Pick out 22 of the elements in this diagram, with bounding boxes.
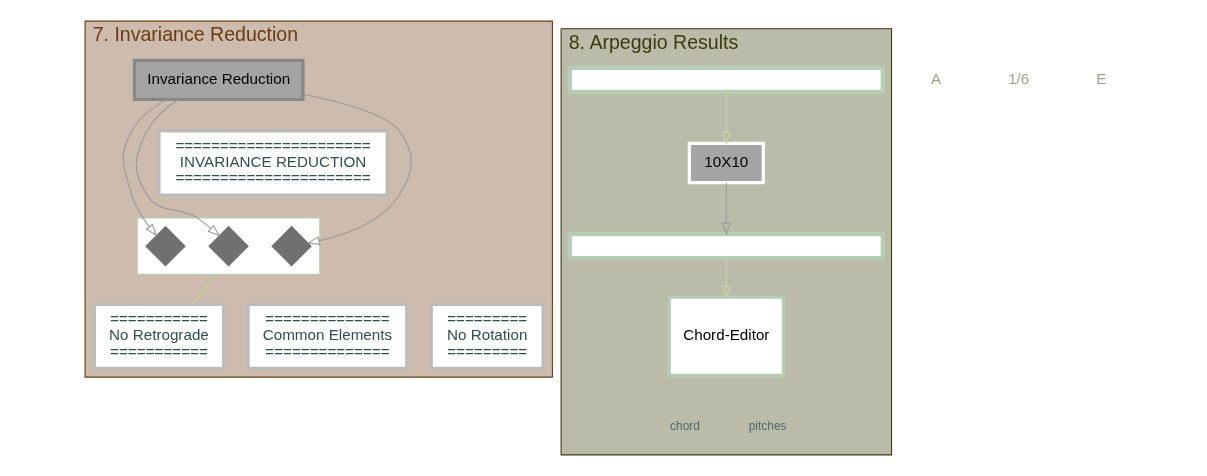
- node-bar: [567, 232, 885, 261]
- node-bar: [567, 65, 885, 94]
- node-label: pitches: [748, 418, 787, 433]
- node-box: =========== No Retrograde ===========: [92, 302, 226, 371]
- node-box: ====================== INVARIANCE REDUCTION ======================: [157, 129, 389, 197]
- arrow: [122, 99, 167, 237]
- node-diamond: [271, 225, 312, 267]
- node-box: ========= No Rotation =========: [429, 302, 545, 371]
- arrow: [135, 98, 221, 237]
- node-box: ============== Common Elements ==============: [246, 302, 409, 371]
- arrow: [721, 257, 731, 299]
- node-box: 10X10: [687, 141, 765, 185]
- label: E: [1096, 69, 1107, 87]
- label: 1/6: [1008, 69, 1030, 87]
- connector: [191, 273, 216, 305]
- node-box: Chord-Editor: [667, 295, 785, 378]
- label: A: [931, 69, 942, 87]
- node-box: Invariance Reduction: [132, 58, 305, 102]
- arrow: [721, 91, 731, 146]
- arrow: [721, 182, 731, 236]
- arrow: [302, 93, 412, 246]
- node-label: chord: [670, 418, 700, 433]
